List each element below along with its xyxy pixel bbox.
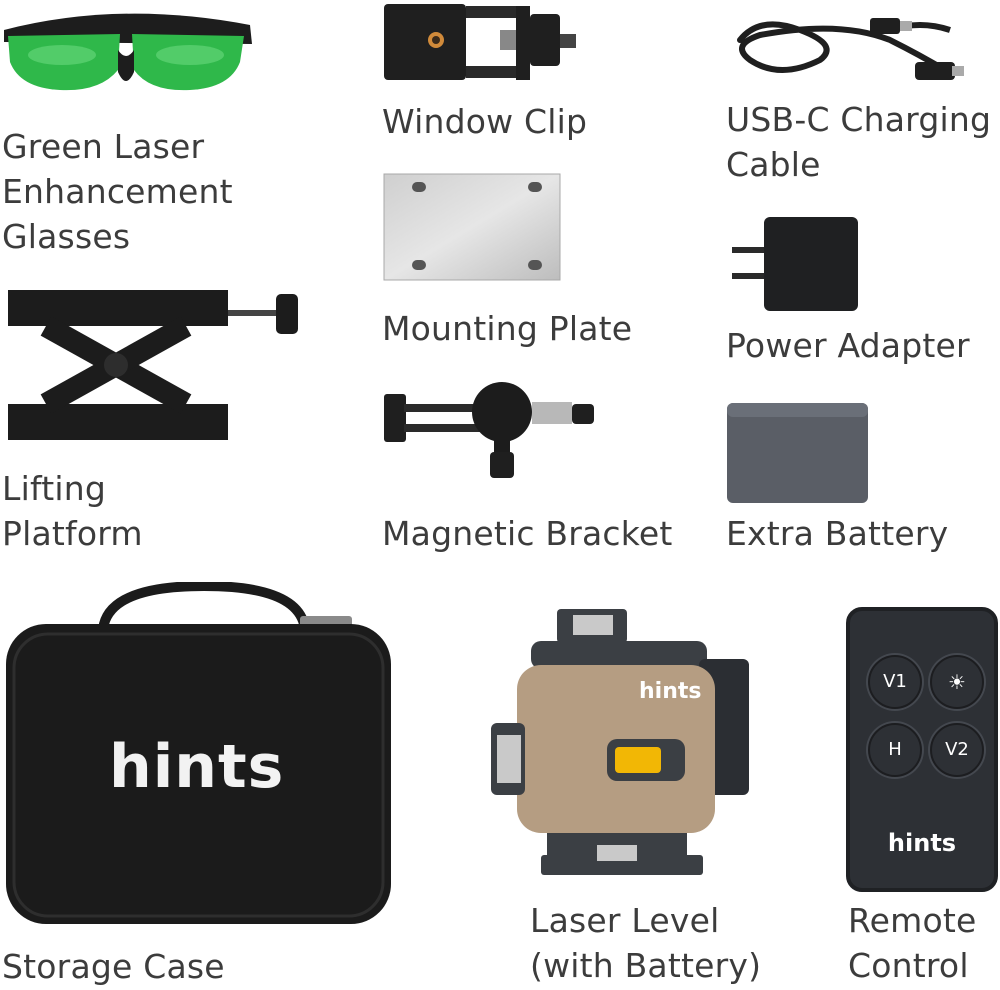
mounting-plate-image <box>382 172 562 282</box>
laser-level-brand-logo: hints <box>639 679 702 704</box>
remote-button-v2[interactable]: V2 <box>930 723 984 777</box>
remote-button-h[interactable]: H <box>868 723 922 777</box>
case-brand-logo: hints <box>109 732 285 802</box>
mounting-plate-label: Mounting Plate <box>382 309 633 348</box>
remote-button-brightness[interactable]: ☀ <box>930 655 984 709</box>
power-adapter-image <box>728 215 863 315</box>
window-clip-label: Window Clip <box>382 102 588 141</box>
extra-battery-image <box>726 402 870 504</box>
extra-battery-label: Extra Battery <box>726 514 949 553</box>
glasses-image <box>0 0 260 100</box>
remote-brand-logo: hints <box>887 829 957 857</box>
storage-case-label: Storage Case <box>2 947 225 986</box>
lifting-platform-label: Lifting Platform <box>2 469 143 553</box>
power-adapter-label: Power Adapter <box>726 326 970 365</box>
window-clip-image <box>380 0 590 85</box>
laser-level-label: Laser Level (with Battery) <box>530 901 762 985</box>
usb-cable-image <box>720 10 970 90</box>
usb-cable-label: USB-C Charging Cable <box>726 100 992 184</box>
remote-control-image: V1 ☀ H V2 hints <box>846 607 998 892</box>
glasses-label: Green Laser Enhancement Glasses <box>2 127 233 256</box>
magnetic-bracket-label: Magnetic Bracket <box>382 514 673 553</box>
storage-case-image: hints <box>4 582 396 927</box>
remote-button-v1[interactable]: V1 <box>868 655 922 709</box>
lifting-platform-image <box>6 288 306 443</box>
magnetic-bracket-image <box>382 378 607 483</box>
remote-control-label: Remote Control <box>848 901 977 985</box>
laser-level-image: hints <box>487 605 752 880</box>
